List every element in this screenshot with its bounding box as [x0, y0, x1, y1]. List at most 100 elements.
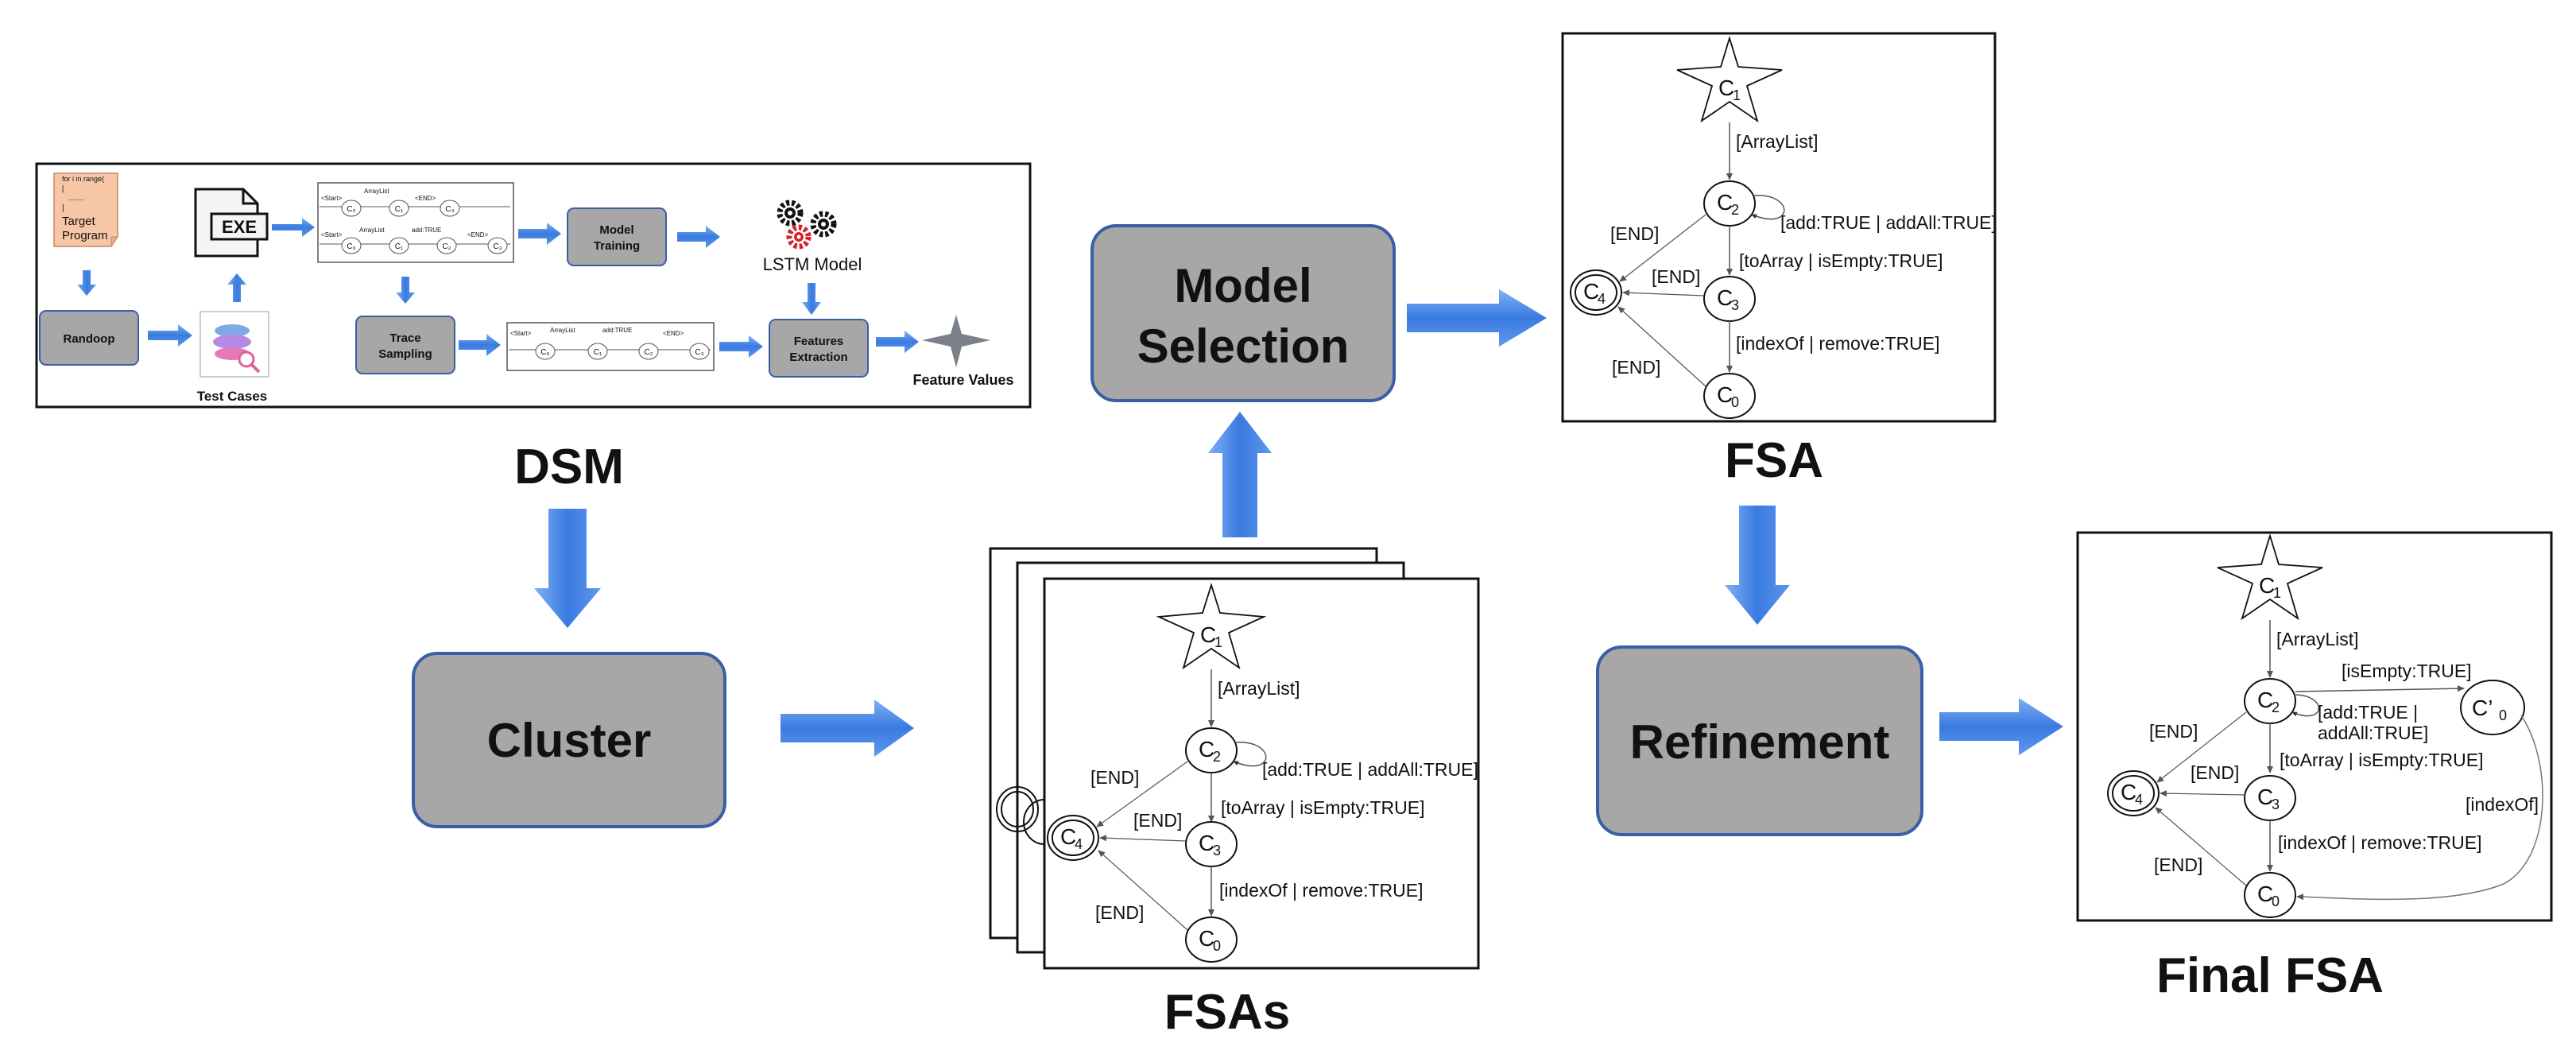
svg-text:3: 3 [1731, 297, 1739, 313]
svg-text:0: 0 [2499, 707, 2507, 723]
arrow-traces-to-sampling [396, 277, 415, 304]
svg-text:0: 0 [2272, 893, 2280, 909]
svg-text:[END]: [END] [1090, 767, 1139, 788]
lstm-model-label: LSTM Model [763, 254, 862, 274]
svg-text:C₀: C₀ [347, 242, 355, 251]
exe-icon: EXE [194, 188, 269, 258]
target-program-code-1: for i in range( [62, 175, 104, 183]
arrow-cluster-to-fsas [781, 700, 914, 757]
svg-text:C₃: C₃ [695, 348, 703, 357]
svg-text:C₁: C₁ [395, 205, 404, 214]
arrow-note-to-randoop [77, 270, 96, 296]
svg-text:Extraction: Extraction [789, 351, 847, 364]
svg-text:C: C [2121, 780, 2136, 804]
randoop-box: Randoop [39, 310, 139, 366]
arrow-training-to-lstm [677, 226, 720, 248]
svg-text:2: 2 [2272, 700, 2280, 715]
svg-text:C: C [2257, 882, 2273, 906]
svg-text:C: C [2257, 688, 2273, 712]
svg-text:C₂: C₂ [442, 242, 451, 251]
svg-text:C₂: C₂ [644, 348, 653, 357]
cluster-box: Cluster [412, 652, 726, 828]
svg-text:[indexOf | remove:TRUE]: [indexOf | remove:TRUE] [1736, 333, 1940, 354]
svg-text:[END]: [END] [2191, 762, 2239, 783]
svg-text:4: 4 [2135, 792, 2143, 808]
svg-text:4: 4 [1598, 291, 1606, 307]
svg-text:ArrayList: ArrayList [364, 188, 389, 195]
svg-text:[toArray | isEmpty:TRUE]: [toArray | isEmpty:TRUE] [1739, 250, 1943, 271]
randoop-label: Randoop [64, 332, 115, 346]
svg-text:[END]: [END] [1095, 902, 1144, 923]
svg-text:1: 1 [1733, 87, 1741, 103]
svg-text:C: C [1583, 279, 1599, 304]
trace-panel-bottom: <Start> ArrayList add:TRUE <END> C₀ C₁ C… [506, 322, 715, 371]
refinement-box: Refinement [1596, 645, 1923, 836]
arrow-refinement-to-final [1939, 698, 2063, 755]
svg-text:C₁: C₁ [395, 242, 404, 251]
svg-text:[toArray | isEmpty:TRUE]: [toArray | isEmpty:TRUE] [2280, 750, 2483, 770]
dsm-panel: for i in range( [ ........ ] Target Prog… [35, 162, 1032, 409]
target-program-label-1: Target [62, 215, 96, 228]
arrow-selection-to-fsa [1407, 289, 1547, 347]
target-program-code-2: [ [62, 184, 64, 192]
svg-text:C: C [1717, 382, 1733, 407]
svg-text:Features: Features [794, 335, 844, 348]
svg-text:[add:TRUE | addAll:TRUE]: [add:TRUE | addAll:TRUE] [1780, 212, 1997, 233]
svg-text:1: 1 [1214, 634, 1222, 650]
svg-text:<END>: <END> [415, 195, 436, 202]
svg-text:C: C [1200, 622, 1216, 647]
svg-text:C₃: C₃ [493, 242, 502, 251]
feature-values-label: Feature Values [912, 372, 1013, 388]
svg-text:Model: Model [599, 223, 633, 237]
svg-text:C: C [1060, 824, 1076, 849]
svg-text:C₁: C₁ [594, 348, 602, 357]
features-extraction-box: Features Extraction [769, 319, 869, 378]
arrow-exe-to-traces [272, 218, 315, 237]
model-selection-box: Model Selection [1090, 224, 1396, 402]
target-program-label-2: Program [62, 229, 108, 242]
svg-text:3: 3 [1213, 843, 1221, 858]
caption-final-fsa: Final FSA [2156, 948, 2384, 1003]
svg-text:[ArrayList]: [ArrayList] [1218, 678, 1300, 699]
svg-text:<Start>: <Start> [321, 195, 343, 202]
svg-text:C₃: C₃ [445, 205, 454, 214]
arrow-fsas-to-selection [1208, 412, 1272, 537]
svg-text:[ArrayList]: [ArrayList] [1736, 131, 1819, 152]
svg-text:Trace: Trace [389, 331, 420, 345]
svg-text:C: C [1199, 926, 1214, 951]
arrow-randoop-to-testcases [148, 324, 192, 347]
svg-text:C’: C’ [2472, 696, 2493, 720]
svg-text:[indexOf]: [indexOf] [2466, 794, 2539, 815]
svg-text:C: C [2259, 573, 2275, 598]
svg-text:[indexOf | remove:TRUE]: [indexOf | remove:TRUE] [2278, 832, 2482, 853]
target-program-code-4: ] [62, 203, 64, 211]
svg-text:C: C [1199, 831, 1214, 855]
trace-sampling-box: Trace Sampling [355, 316, 455, 374]
svg-text:<END>: <END> [467, 231, 489, 238]
arrow-sampling-to-trace [459, 334, 501, 356]
test-cases-label: Test Cases [197, 389, 268, 404]
svg-text:4: 4 [1075, 836, 1083, 852]
svg-text:ArrayList: ArrayList [359, 227, 385, 234]
svg-text:[END]: [END] [1612, 357, 1660, 378]
svg-text:<Start>: <Start> [321, 231, 343, 238]
svg-text:[END]: [END] [2154, 855, 2202, 875]
svg-text:2: 2 [1731, 202, 1739, 218]
svg-text:<Start>: <Start> [510, 330, 532, 337]
svg-text:[indexOf | remove:TRUE]: [indexOf | remove:TRUE] [1219, 880, 1424, 901]
fsa-selected: C 1 [ArrayList] C 2 [add:TRUE | addAll:T… [1561, 32, 1997, 423]
svg-text:Refinement: Refinement [1630, 715, 1890, 769]
svg-text:add:TRUE: add:TRUE [412, 227, 441, 234]
svg-text:C: C [1717, 285, 1733, 310]
svg-text:<END>: <END> [663, 330, 684, 337]
test-cases-icon: Test Cases [197, 311, 269, 404]
svg-text:1: 1 [2273, 585, 2281, 601]
target-program-code-3: ........ [68, 194, 84, 202]
dsm-small-arrows [77, 218, 919, 358]
svg-text:C: C [1199, 737, 1214, 762]
arrow-testcases-to-exe [227, 273, 246, 302]
flow-arrows [534, 289, 2063, 757]
svg-text:[END]: [END] [2149, 721, 2198, 742]
lstm-gears-icon: LSTM Model [763, 200, 862, 274]
